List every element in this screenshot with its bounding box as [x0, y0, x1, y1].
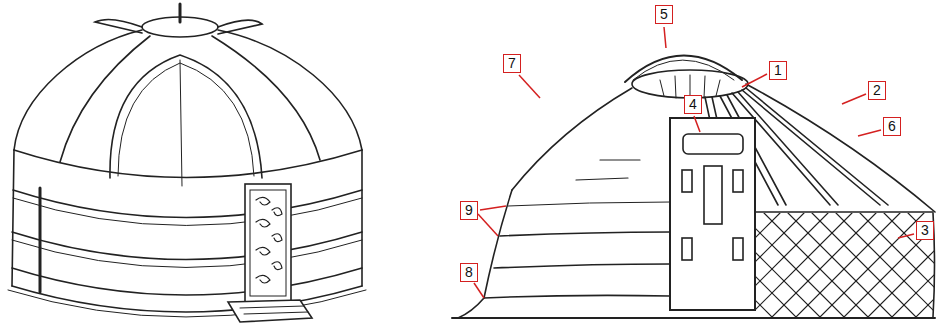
- crown-pole: [179, 4, 182, 22]
- leader-lines: [474, 27, 914, 298]
- callout-number: 1: [769, 61, 787, 80]
- isometric-yurt: [8, 4, 366, 322]
- door-panel: [682, 238, 692, 260]
- roof-outline: [218, 30, 362, 150]
- leader-line: [474, 283, 484, 298]
- leader-line: [858, 130, 881, 136]
- door-ornament: [256, 197, 282, 283]
- wall-base: [8, 290, 366, 317]
- wall-band: [12, 268, 362, 295]
- leader-line: [480, 206, 506, 210]
- wall-band: [12, 232, 362, 260]
- wall-base: [12, 286, 362, 312]
- leader-line: [694, 116, 700, 132]
- wall-band: [13, 190, 362, 218]
- roof-panel: [118, 63, 254, 176]
- door-panel: [733, 238, 743, 260]
- door-panel: [704, 166, 722, 224]
- crown-cap: [625, 55, 742, 82]
- roof-seam: [60, 36, 150, 162]
- leader-line: [898, 234, 914, 238]
- wall-strap: [39, 188, 42, 292]
- callout-number: 2: [868, 81, 886, 100]
- roof-eave: [756, 211, 933, 213]
- callout-number: 4: [684, 95, 702, 114]
- door: [670, 118, 755, 310]
- leader-line: [742, 74, 767, 87]
- roof-seam: [212, 36, 320, 160]
- roof-eave: [14, 150, 362, 178]
- wall-band: [494, 264, 670, 268]
- door-window: [683, 134, 743, 154]
- leader-line: [519, 75, 540, 98]
- leader-line: [664, 27, 666, 48]
- callout-number: 9: [460, 201, 478, 220]
- wall-band: [12, 240, 362, 268]
- wall-band: [508, 202, 670, 206]
- roof-outline: [746, 84, 935, 212]
- callout-number: 8: [460, 263, 478, 282]
- roof-outline: [512, 88, 632, 190]
- wall-skirt: [484, 295, 670, 298]
- wall-outline: [458, 190, 512, 318]
- door: [245, 184, 291, 302]
- crown-ring: [632, 70, 748, 98]
- callout-number: 5: [655, 5, 673, 24]
- door-panel: [250, 190, 286, 296]
- door-panel: [682, 170, 692, 192]
- crown-ring: [142, 17, 218, 37]
- felt-seam: [576, 160, 640, 180]
- door-panel: [733, 170, 743, 192]
- door-step: [240, 306, 308, 314]
- ground-line: [452, 317, 935, 319]
- wall-outline: [12, 150, 14, 286]
- side-yurt: [452, 55, 940, 323]
- wall-outline: [361, 150, 363, 286]
- wall-band: [500, 232, 670, 236]
- roof-panel: [110, 55, 262, 178]
- wall-band: [13, 198, 362, 226]
- callout-number: 7: [503, 54, 521, 73]
- leader-line: [842, 94, 866, 104]
- roof-pole: [742, 88, 888, 205]
- callout-number: 3: [916, 221, 934, 240]
- callout-number: 6: [883, 117, 901, 136]
- door-step: [228, 300, 312, 322]
- leader-line: [478, 214, 498, 236]
- roof-seam: [180, 60, 182, 186]
- crown-flap: [95, 19, 142, 33]
